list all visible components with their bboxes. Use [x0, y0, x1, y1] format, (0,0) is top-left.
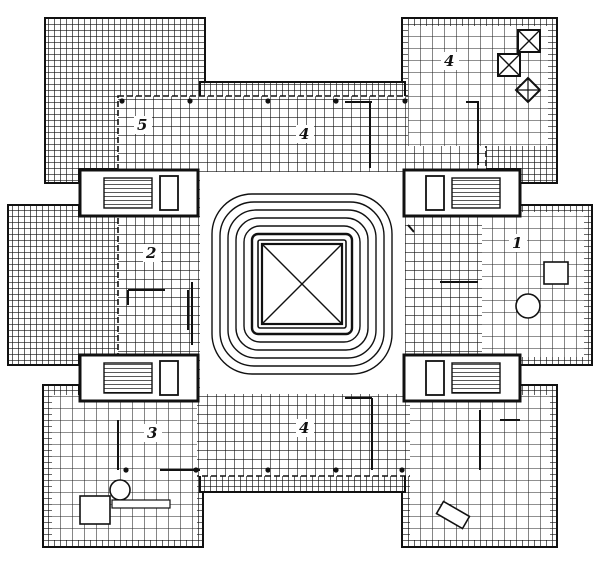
diamond-planter-2 — [497, 53, 521, 77]
room-label-2: 2 — [143, 244, 161, 262]
column-row-bottom — [123, 467, 405, 473]
room-label-5: 5 — [134, 116, 152, 134]
svg-text:4: 4 — [299, 419, 309, 437]
room-label-3: 3 — [144, 424, 162, 442]
partitions — [117, 101, 520, 471]
svg-text:4: 4 — [299, 125, 309, 143]
side-terrace-west — [7, 204, 121, 366]
angled-bench-se — [435, 500, 471, 530]
svg-text:1: 1 — [512, 234, 522, 252]
room-label-4-bottom: 4 — [296, 419, 314, 437]
diamond-planter-3 — [514, 76, 542, 104]
room-label-1: 1 — [509, 234, 527, 252]
svg-text:4: 4 — [444, 52, 454, 70]
central-skylight-cross — [261, 243, 343, 325]
round-table-room-3 — [109, 479, 131, 501]
stair-core-sw — [78, 353, 200, 403]
square-table-room-3 — [79, 495, 171, 525]
svg-text:3: 3 — [147, 424, 157, 442]
square-table-room-1 — [543, 261, 569, 285]
diamond-planter-1 — [517, 29, 541, 53]
round-table-room-1 — [515, 293, 541, 319]
stair-core-se — [402, 353, 522, 403]
room-label-4-ne: 4 — [441, 52, 459, 70]
svg-text:5: 5 — [137, 116, 147, 134]
stair-core-nw — [78, 168, 200, 218]
column-row-top — [119, 98, 408, 104]
svg-text:2: 2 — [145, 244, 156, 262]
stair-core-ne — [402, 168, 522, 218]
room-3-floor — [52, 395, 197, 540]
room-label-4-top: 4 — [296, 125, 314, 143]
